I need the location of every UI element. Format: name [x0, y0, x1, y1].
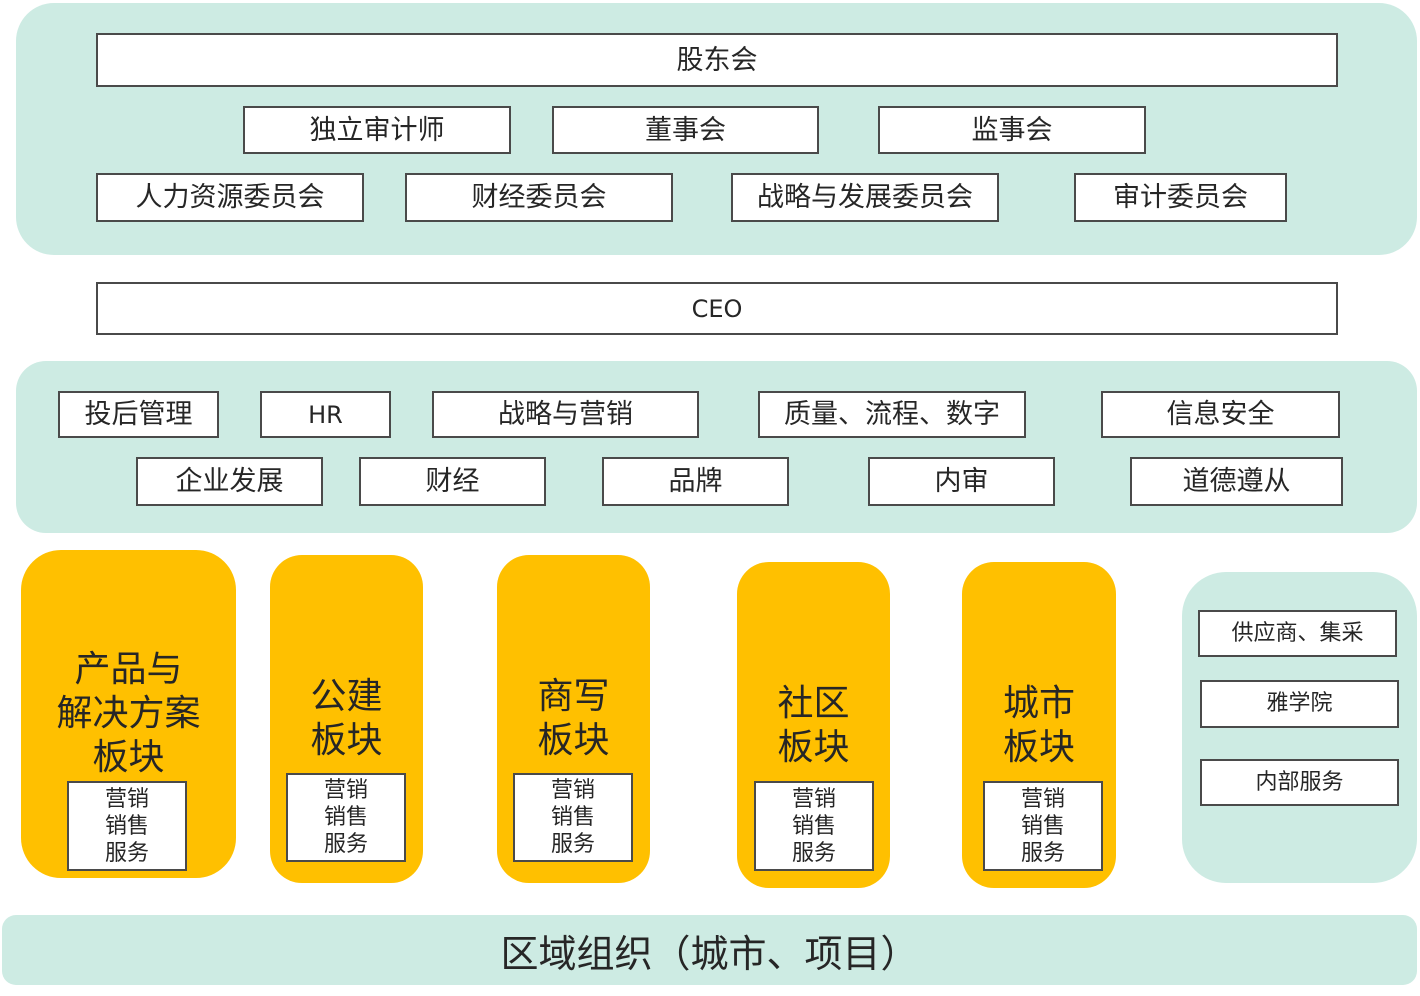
supplier-procurement-box[interactable]: 供应商、集采: [1198, 610, 1397, 657]
segment-title: 城市 板块: [1002, 683, 1075, 768]
regional-organization-bar[interactable]: 区域组织（城市、项目）: [2, 915, 1417, 985]
shareholders-box[interactable]: 股东会: [96, 33, 1338, 87]
subunit-service: 服务: [791, 840, 836, 866]
ceo-box[interactable]: CEO: [96, 282, 1338, 335]
segment-subunits[interactable]: 营销 销售 服务: [513, 773, 633, 862]
hr-committee-box[interactable]: 人力资源委员会: [96, 173, 364, 222]
board-box[interactable]: 董事会: [552, 106, 819, 154]
supervisory-board-box[interactable]: 监事会: [878, 106, 1146, 154]
segment-title: 商写 板块: [537, 676, 610, 761]
enterprise-development-box[interactable]: 企业发展: [136, 457, 323, 506]
subunit-service: 服务: [104, 840, 149, 866]
segment-subunits[interactable]: 营销 销售 服务: [67, 781, 187, 871]
subunit-marketing: 营销: [104, 786, 149, 812]
subunit-sales: 销售: [323, 805, 368, 830]
segment-title: 社区 板块: [777, 683, 850, 768]
segment-city[interactable]: 城市 板块 营销 销售 服务: [962, 562, 1116, 888]
subunit-marketing: 营销: [791, 786, 836, 812]
quality-process-digital-box[interactable]: 质量、流程、数字: [758, 391, 1026, 438]
brand-box[interactable]: 品牌: [602, 457, 789, 506]
subunit-marketing: 营销: [1020, 786, 1065, 812]
subunit-service: 服务: [1020, 840, 1065, 866]
segment-title: 产品与 解决方案 板块: [56, 649, 201, 778]
info-security-box[interactable]: 信息安全: [1101, 391, 1340, 438]
ethics-compliance-box[interactable]: 道德遵从: [1130, 457, 1343, 506]
segment-community[interactable]: 社区 板块 营销 销售 服务: [737, 562, 890, 888]
strategy-marketing-box[interactable]: 战略与营销: [432, 391, 699, 438]
subunit-marketing: 营销: [323, 778, 368, 803]
segment-products-solutions[interactable]: 产品与 解决方案 板块 营销 销售 服务: [21, 550, 236, 878]
segment-commercial-office[interactable]: 商写 板块 营销 销售 服务: [497, 555, 650, 883]
hr-box[interactable]: HR: [260, 391, 391, 438]
subunit-marketing: 营销: [550, 778, 595, 803]
subunit-sales: 销售: [1020, 813, 1065, 839]
independent-auditor-box[interactable]: 独立审计师: [243, 106, 511, 154]
subunit-service: 服务: [550, 832, 595, 857]
segment-title: 公建 板块: [310, 676, 383, 761]
segment-subunits[interactable]: 营销 销售 服务: [983, 781, 1103, 871]
internal-services-box[interactable]: 内部服务: [1200, 759, 1399, 806]
subunit-service: 服务: [323, 832, 368, 857]
strategy-committee-box[interactable]: 战略与发展委员会: [731, 173, 999, 222]
academy-box[interactable]: 雅学院: [1200, 680, 1399, 728]
subunit-sales: 销售: [550, 805, 595, 830]
subunit-sales: 销售: [791, 813, 836, 839]
audit-committee-box[interactable]: 审计委员会: [1074, 173, 1287, 222]
post-investment-box[interactable]: 投后管理: [58, 391, 219, 438]
segment-subunits[interactable]: 营销 销售 服务: [754, 781, 874, 871]
internal-audit-box[interactable]: 内审: [868, 457, 1055, 506]
finance-committee-box[interactable]: 财经委员会: [405, 173, 673, 222]
functions-panel: [16, 361, 1417, 533]
segment-subunits[interactable]: 营销 销售 服务: [286, 773, 406, 862]
segment-public-building[interactable]: 公建 板块 营销 销售 服务: [270, 555, 423, 883]
finance-box[interactable]: 财经: [359, 457, 546, 506]
subunit-sales: 销售: [104, 813, 149, 839]
